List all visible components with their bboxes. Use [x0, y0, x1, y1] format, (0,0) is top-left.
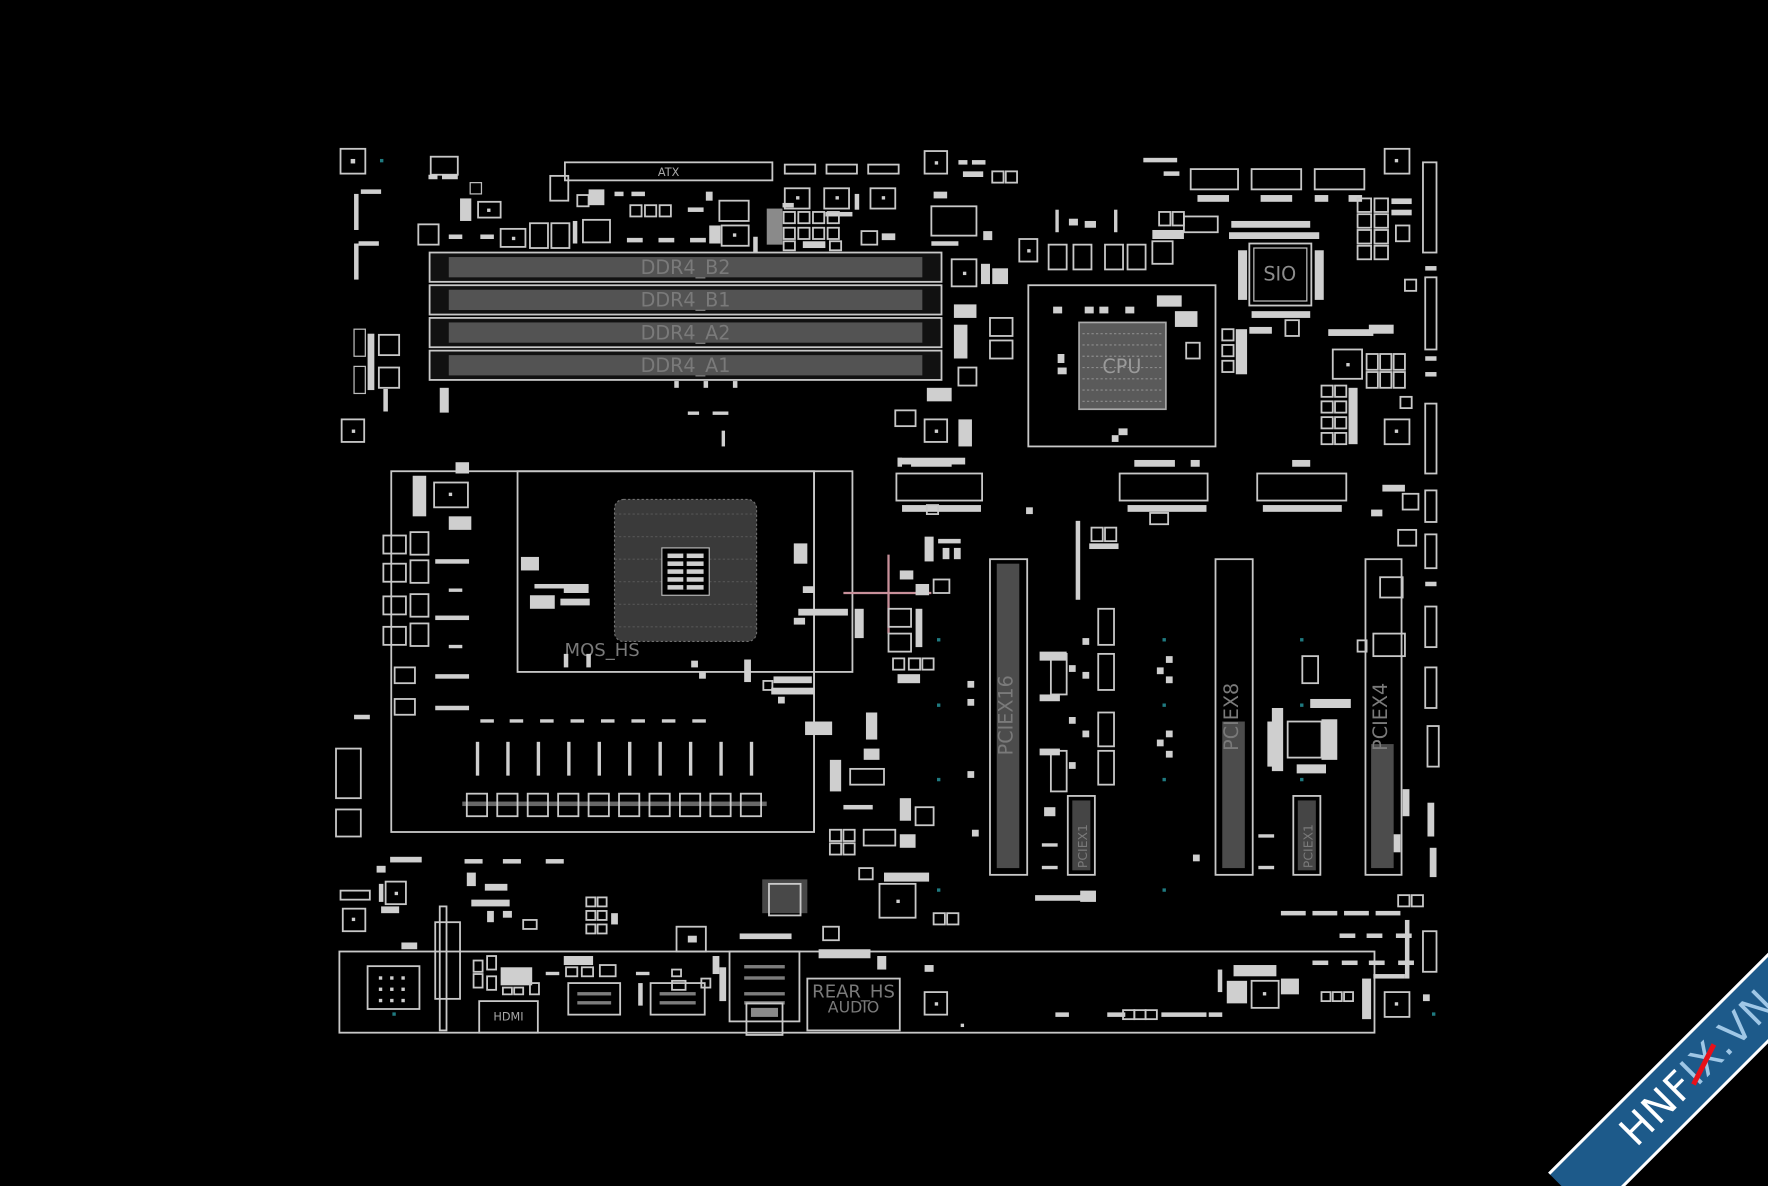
- rear-heatsink-audio[interactable]: REAR_HS AUDIO: [806, 949, 934, 1032]
- socket-side-parts: [520, 471, 848, 833]
- pcie-x1-slot-2[interactable]: PCIEX1: [1292, 795, 1322, 876]
- hdmi-port[interactable]: HDMI: [478, 1000, 539, 1034]
- pch-label: CPU: [1102, 355, 1141, 378]
- pcie-x8-label: PCIEX8: [1220, 683, 1243, 751]
- vrm-left-phases: [354, 462, 472, 720]
- atx-label: ATX: [658, 166, 680, 179]
- sio-chip[interactable]: SIO: [1229, 220, 1324, 337]
- capacitor-grid-top: [766, 208, 896, 252]
- fan-headers-top: [782, 163, 900, 217]
- pcie-x4-slot[interactable]: PCIEX4: [1356, 558, 1406, 876]
- dimm-label: DDR4_A2: [641, 321, 731, 344]
- cpu-heatsink-label: MOS_HS: [565, 640, 640, 661]
- usb-headers-top-right[interactable]: [1143, 157, 1366, 202]
- rear-ps2-bracket: [434, 905, 461, 1032]
- pch-right-parts: [1221, 326, 1272, 375]
- hdmi-label: HDMI: [493, 1010, 523, 1023]
- vrm-bottom-phases: [462, 719, 767, 818]
- pch-area[interactable]: CPU: [1027, 284, 1217, 448]
- mounting-hole-top-center: [923, 150, 949, 175]
- rear-io-small-parts: [472, 955, 712, 1006]
- pcie-x1-slot-1[interactable]: PCIEX1: [1066, 795, 1096, 876]
- test-point: [379, 158, 384, 163]
- mounting-hole-top-right: [1383, 147, 1411, 175]
- dimm-slot-b1[interactable]: DDR4_B1: [428, 284, 943, 316]
- dimm-slot-b2[interactable]: DDR4_B2: [428, 251, 943, 283]
- dimm-label: DDR4_B1: [641, 289, 731, 312]
- audio-label: AUDIO: [828, 997, 880, 1016]
- rear-dvi-port[interactable]: [567, 982, 622, 1016]
- dimm-label: DDR4_B2: [641, 256, 731, 279]
- pcie-area-parts: [967, 607, 1437, 902]
- top-right-cap-array: [1320, 197, 1418, 446]
- pcie-x4-label: PCIEX4: [1369, 683, 1392, 751]
- pcie-x16-slot[interactable]: PCIEX16: [989, 558, 1029, 876]
- atx-power-connector[interactable]: ATX: [564, 161, 774, 182]
- pcie-x1-label: PCIEX1: [1300, 824, 1315, 868]
- mounting-hole-top-left: [339, 147, 367, 175]
- socket-right-parts: [739, 536, 961, 942]
- mid-parts: [1026, 484, 1420, 600]
- pch-top-mosfets: [1018, 209, 1219, 271]
- pcie-x1-label: PCIEX1: [1075, 824, 1090, 868]
- rear-heatsink-label: REAR_HS: [812, 982, 895, 1003]
- rear-usb-stack[interactable]: [366, 965, 421, 1016]
- dimm-area-misc: [353, 328, 738, 447]
- pcie-x8-slot[interactable]: PCIEX8: [1214, 558, 1254, 876]
- cpu-socket[interactable]: MOS_HS: [516, 470, 854, 673]
- dimm-slot-a1[interactable]: DDR4_A1: [428, 349, 943, 381]
- mounting-hole-left-mid: [340, 418, 366, 443]
- right-edge-headers: [1422, 161, 1440, 973]
- sio-label: SIO: [1263, 263, 1296, 286]
- m2-slot-3[interactable]: [1256, 459, 1348, 512]
- bottom-left-parts: [339, 856, 720, 975]
- mounting-hole-rear-center: [923, 991, 965, 1028]
- pcie-x16-label: PCIEX16: [995, 675, 1018, 755]
- mounting-hole-right-mid: [1383, 418, 1411, 446]
- m2-slot-1[interactable]: [895, 457, 983, 515]
- top-left-parts: [354, 155, 758, 280]
- mounting-hole-socket-right: [894, 409, 972, 465]
- left-edge-connectors: [335, 747, 362, 838]
- rear-vga-port[interactable]: [649, 982, 706, 1016]
- dimm-slot-a2[interactable]: DDR4_A2: [428, 317, 943, 349]
- m2-slot-2[interactable]: [1118, 459, 1209, 526]
- dimm-label: DDR4_A1: [641, 354, 731, 377]
- top-center-right-parts: [926, 160, 1018, 402]
- rear-lan-usb-stack[interactable]: [719, 950, 801, 1036]
- rear-right-parts: [1055, 894, 1424, 1021]
- mounting-hole-bottom-right: [1383, 991, 1436, 1018]
